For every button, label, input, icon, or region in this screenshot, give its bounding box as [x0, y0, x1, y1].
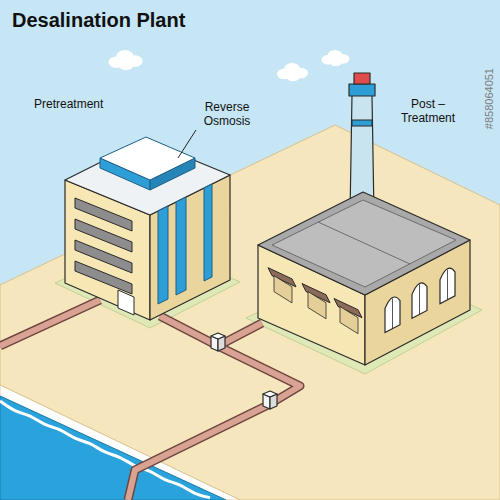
window-mullion: [447, 270, 448, 300]
wall-opening: [340, 306, 358, 333]
cloud: [322, 50, 350, 66]
ground: [0, 125, 500, 500]
wall-opening: [308, 292, 326, 319]
tower-door: [118, 290, 134, 315]
part-label: Reverse Osmosis: [196, 100, 258, 129]
part-label: Pretreatment: [34, 97, 103, 111]
chimney-top: [354, 73, 370, 84]
arched-window: [440, 268, 455, 304]
roof-seam: [318, 222, 410, 264]
roof-inner: [272, 200, 456, 287]
ro-unit-top: [100, 137, 195, 180]
valve: [263, 391, 277, 409]
valve-top: [263, 391, 277, 397]
sea: [0, 396, 226, 500]
valve: [211, 333, 225, 351]
leader-line: [178, 130, 196, 158]
part-label: Post – Treatment: [396, 97, 460, 126]
building-roof: [258, 192, 470, 295]
pipe: [128, 346, 300, 500]
ro-column: [176, 197, 186, 295]
wall-opening: [274, 276, 292, 303]
post-treatment-building: [258, 192, 470, 365]
chimney-cap: [349, 84, 375, 96]
ro-column: [204, 184, 212, 281]
chimney-band: [352, 120, 372, 126]
valve-top: [211, 333, 225, 339]
cloud: [277, 63, 308, 81]
cloud: [109, 50, 143, 70]
window-mullion: [419, 284, 420, 314]
pipe-outline: [128, 346, 300, 500]
pipe-outline: [0, 300, 100, 346]
diagram-title: Desalination Plant: [12, 8, 185, 32]
ro-column: [158, 206, 168, 304]
shore-edge: [0, 385, 240, 500]
treatment-tower: [65, 137, 230, 320]
cloud-puff: [330, 57, 343, 66]
sand: [0, 125, 500, 500]
watermark: #858064051: [483, 49, 496, 149]
arched-window: [385, 297, 400, 333]
cloud-puff: [118, 59, 133, 71]
pipe: [0, 300, 100, 346]
tower-window: [75, 261, 132, 294]
cloud-puff: [286, 71, 300, 82]
arched-window: [412, 283, 427, 319]
window-mullion: [392, 299, 393, 329]
